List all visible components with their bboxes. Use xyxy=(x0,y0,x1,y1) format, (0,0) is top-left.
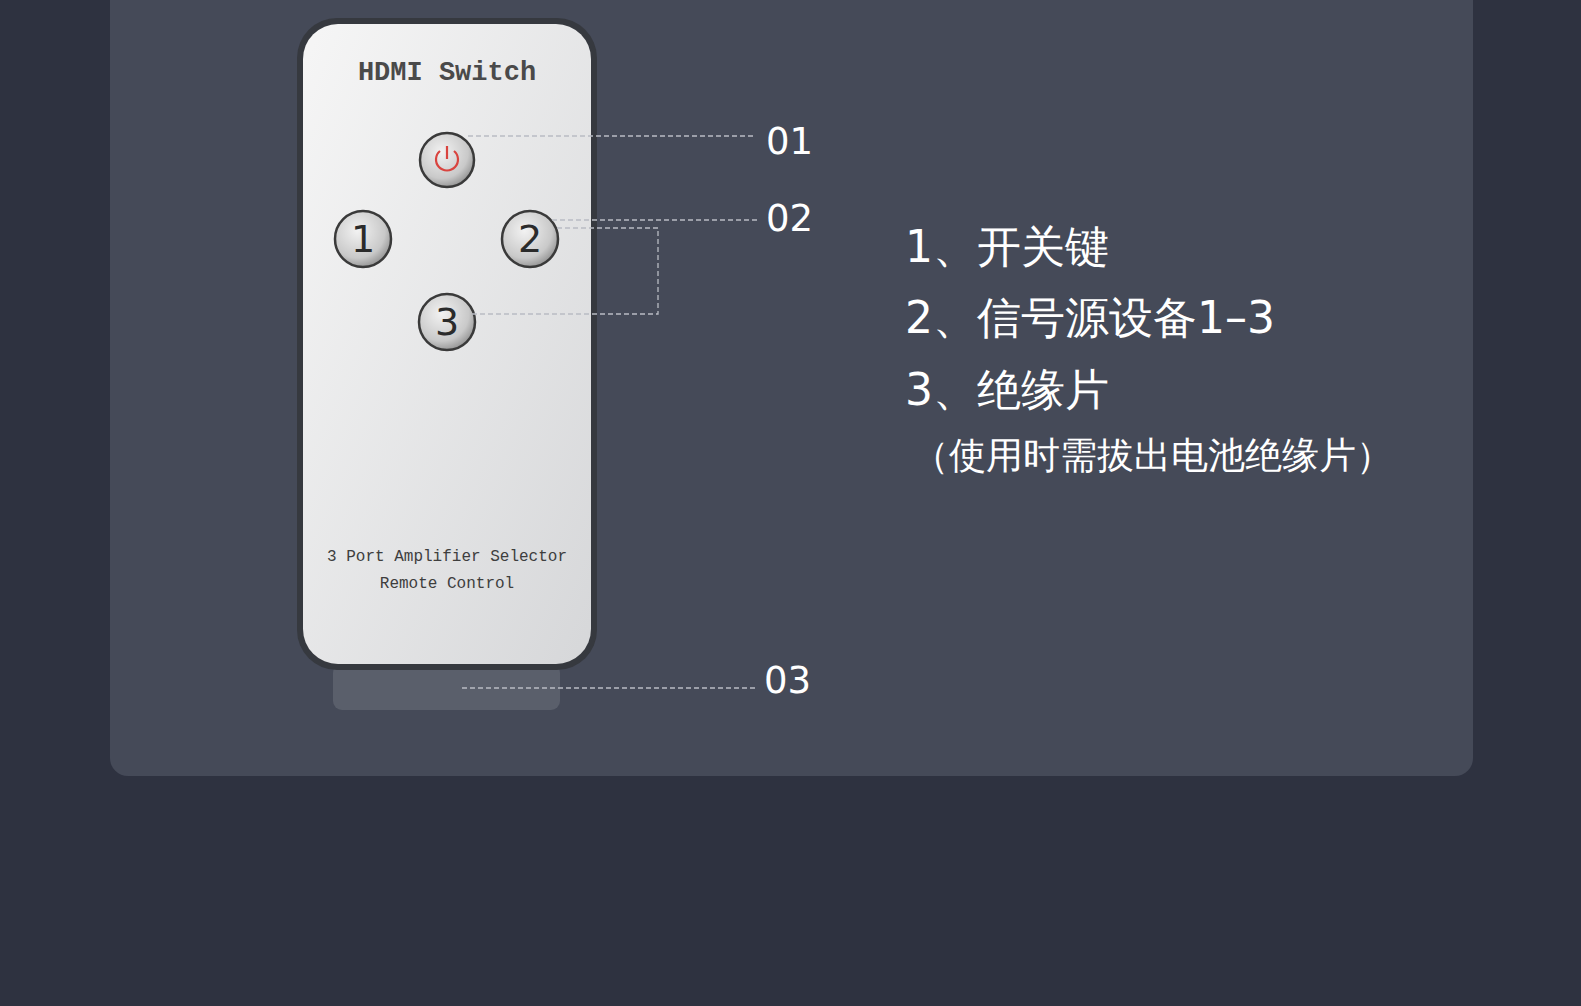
callout-number: 01 xyxy=(766,122,813,163)
note-text: （使用时需拔出电池绝缘片） xyxy=(912,436,1393,477)
remote-housing xyxy=(297,18,597,670)
callout-number: 03 xyxy=(764,661,811,702)
remote-face xyxy=(303,24,591,664)
remote-title: HDMI Switch xyxy=(303,58,591,88)
insulation-tab xyxy=(333,664,560,710)
legend-note: 1、开关键 xyxy=(905,223,1109,271)
legend-note: 3、绝缘片 xyxy=(905,366,1109,414)
source-button: 3 xyxy=(419,294,475,350)
source-button: 1 xyxy=(335,211,391,267)
button-number: 3 xyxy=(419,303,475,341)
button-number: 1 xyxy=(335,220,391,258)
panel xyxy=(110,0,1473,776)
legend-note: 2、信号源设备1–3 xyxy=(905,294,1275,342)
button-number: 2 xyxy=(502,220,558,258)
number-buttons xyxy=(335,211,558,350)
power-button xyxy=(420,133,474,187)
source-button: 2 xyxy=(502,211,558,267)
leader-lines xyxy=(462,136,757,688)
callout-number: 02 xyxy=(766,199,813,240)
remote-caption: 3 Port Amplifier Selector Remote Control xyxy=(321,544,573,598)
remote-control: HDMI Switch 3 Port Amplifier Selector Rem… xyxy=(303,24,591,664)
